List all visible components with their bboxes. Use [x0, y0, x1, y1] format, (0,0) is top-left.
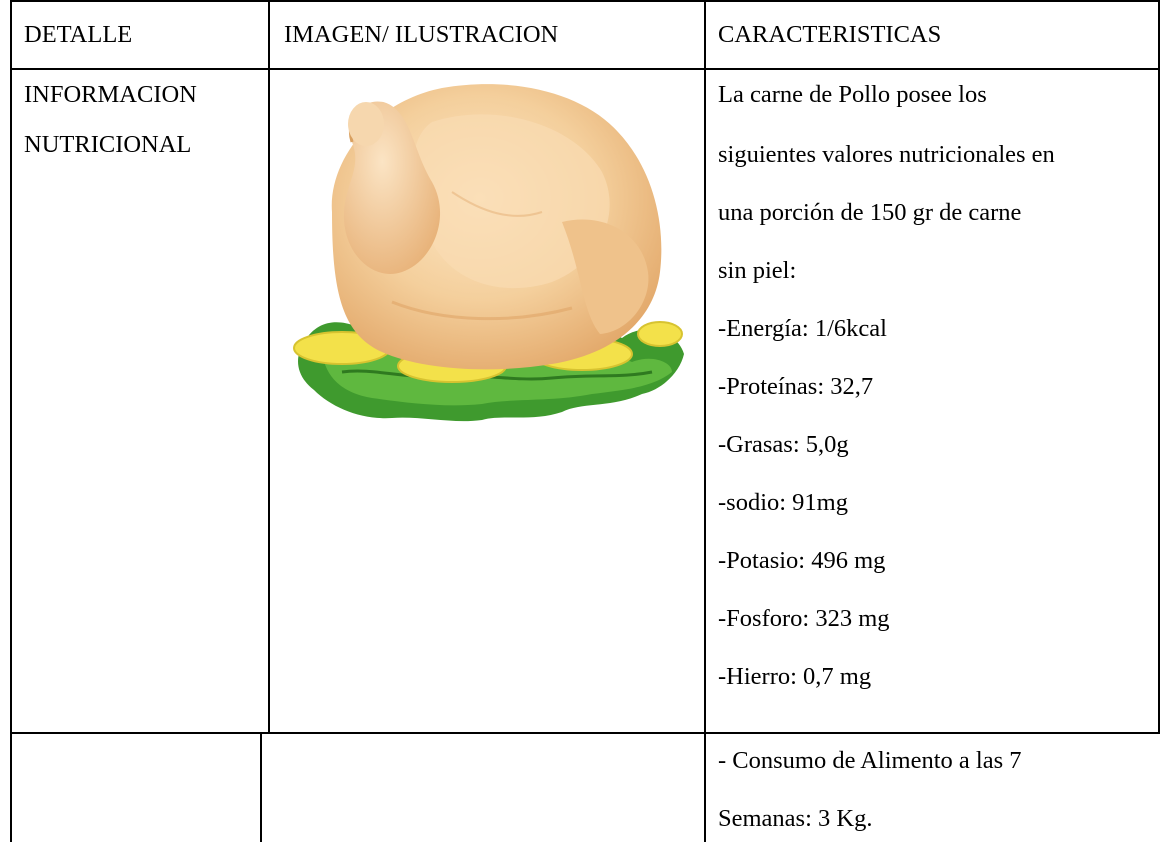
caracteristicas-line-3: una porción de 150 gr de carne — [718, 199, 1022, 226]
header-caracteristicas: CARACTERISTICAS — [718, 21, 942, 48]
consumo-line-2: Semanas: 3 Kg. — [718, 805, 873, 832]
nutrient-grasas: -Grasas: 5,0g — [718, 431, 849, 458]
nutrient-potasio: -Potasio: 496 mg — [718, 547, 886, 574]
table-top-border — [10, 0, 1160, 2]
header-row-divider — [10, 68, 1160, 70]
header-detalle: DETALLE — [24, 21, 133, 48]
chicken-body — [331, 84, 662, 370]
caracteristicas-line-2: siguientes valores nutricionales en — [718, 141, 1055, 168]
column-divider-1-upper — [268, 0, 270, 734]
caracteristicas-line-1: La carne de Pollo posee los — [718, 81, 987, 108]
table-right-border — [1158, 0, 1160, 734]
detalle-line-2: NUTRICIONAL — [24, 131, 192, 158]
header-imagen-ilustracion: IMAGEN/ ILUSTRACION — [284, 21, 559, 48]
table-left-border — [10, 0, 12, 842]
nutrient-sodio: -sodio: 91mg — [718, 489, 848, 516]
nutrient-hierro: -Hierro: 0,7 mg — [718, 663, 872, 690]
row1-bottom-border — [10, 732, 1160, 734]
consumo-line-1: - Consumo de Alimento a las 7 — [718, 747, 1022, 774]
nutrient-fosforo: -Fosforo: 323 mg — [718, 605, 890, 632]
nutrient-energia: -Energía: 1/6kcal — [718, 315, 887, 342]
caracteristicas-line-4: sin piel: — [718, 257, 797, 284]
column-divider-1-lower — [260, 732, 262, 842]
detalle-line-1: INFORMACION — [24, 81, 197, 108]
column-divider-2 — [704, 0, 706, 842]
nutrient-proteinas: -Proteínas: 32,7 — [718, 373, 874, 400]
raw-chicken-image — [293, 84, 684, 422]
